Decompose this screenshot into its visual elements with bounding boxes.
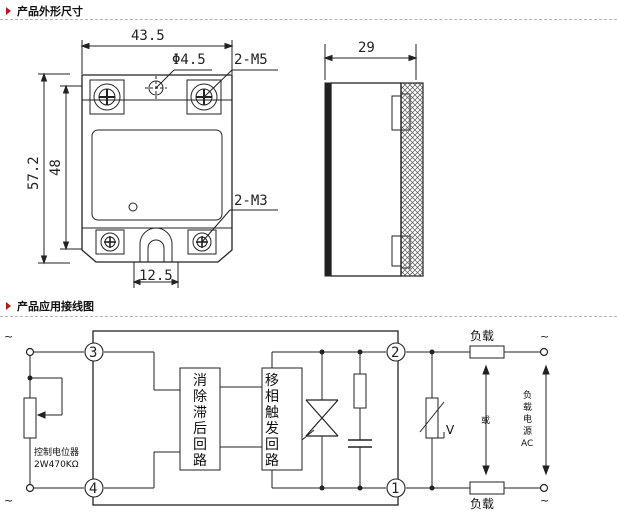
front-view (38, 40, 278, 288)
svg-text:~: ~ (540, 330, 549, 343)
potentiometer-label: 控制电位器 (34, 446, 79, 458)
or-label: 或 (481, 414, 490, 426)
svg-text:回: 回 (265, 437, 279, 453)
dimensions-title: 产品外形尺寸 (17, 5, 83, 18)
potentiometer-rating: 2W470KΩ (34, 460, 79, 470)
junction-dots (27, 349, 435, 491)
svg-text:触: 触 (265, 405, 279, 421)
load-top-label: 负载 (470, 329, 494, 343)
wiring-section-header: 产品应用接线图 (6, 298, 94, 314)
wiring-title: 产品应用接线图 (17, 300, 94, 313)
phase-trigger-block-label: 移 相 触 发 回 路 (265, 373, 279, 469)
supply-label: 负 载 电 源 AC (521, 389, 533, 449)
screw-top-label: 2-M5 (234, 52, 268, 68)
svg-text:发: 发 (265, 421, 279, 437)
side-view (323, 44, 424, 277)
load-bottom-label: 负载 (470, 497, 494, 511)
svg-text:路: 路 (265, 453, 279, 469)
slot-dimension: 12.5 (139, 268, 173, 284)
svg-text:载: 载 (523, 401, 532, 413)
dimensions-section-header: 产品外形尺寸 (6, 3, 83, 19)
width-dimension: 43.5 (131, 28, 165, 44)
divider (0, 316, 617, 317)
svg-text:除: 除 (193, 389, 207, 405)
svg-text:电: 电 (523, 413, 532, 425)
depth-dimension: 29 (358, 40, 375, 56)
height-inner-dimension: 48 (48, 159, 64, 176)
red-arrow-icon (6, 302, 11, 310)
svg-text:移: 移 (265, 373, 279, 389)
svg-text:相: 相 (265, 389, 279, 405)
svg-text:后: 后 (193, 421, 207, 437)
svg-text:AC: AC (521, 439, 533, 449)
svg-text:路: 路 (193, 453, 207, 469)
terminal-3: 3 (89, 345, 97, 361)
red-arrow-icon (6, 7, 11, 15)
svg-text:消: 消 (193, 373, 207, 389)
height-total-dimension: 57.2 (26, 156, 42, 190)
svg-text:~: ~ (540, 494, 549, 507)
svg-text:滞: 滞 (193, 405, 207, 421)
svg-text:~: ~ (4, 330, 13, 343)
svg-text:~: ~ (4, 494, 13, 507)
hole-dimension: Φ4.5 (172, 52, 206, 68)
svg-text:回: 回 (193, 437, 207, 453)
hysteresis-block-label: 消 除 滞 后 回 路 (193, 373, 207, 469)
svg-text:源: 源 (523, 426, 532, 437)
terminal-4: 4 (89, 481, 97, 497)
terminal-2: 2 (391, 345, 399, 361)
divider (0, 19, 617, 20)
terminal-1: 1 (391, 481, 399, 497)
screw-bottom-label: 2-M3 (234, 193, 268, 209)
varistor-label: V (446, 423, 455, 437)
wiring-diagram (23, 330, 550, 506)
svg-text:负: 负 (523, 389, 532, 401)
ac-tilde-marks: ~ ~ ~ ~ (4, 330, 549, 507)
